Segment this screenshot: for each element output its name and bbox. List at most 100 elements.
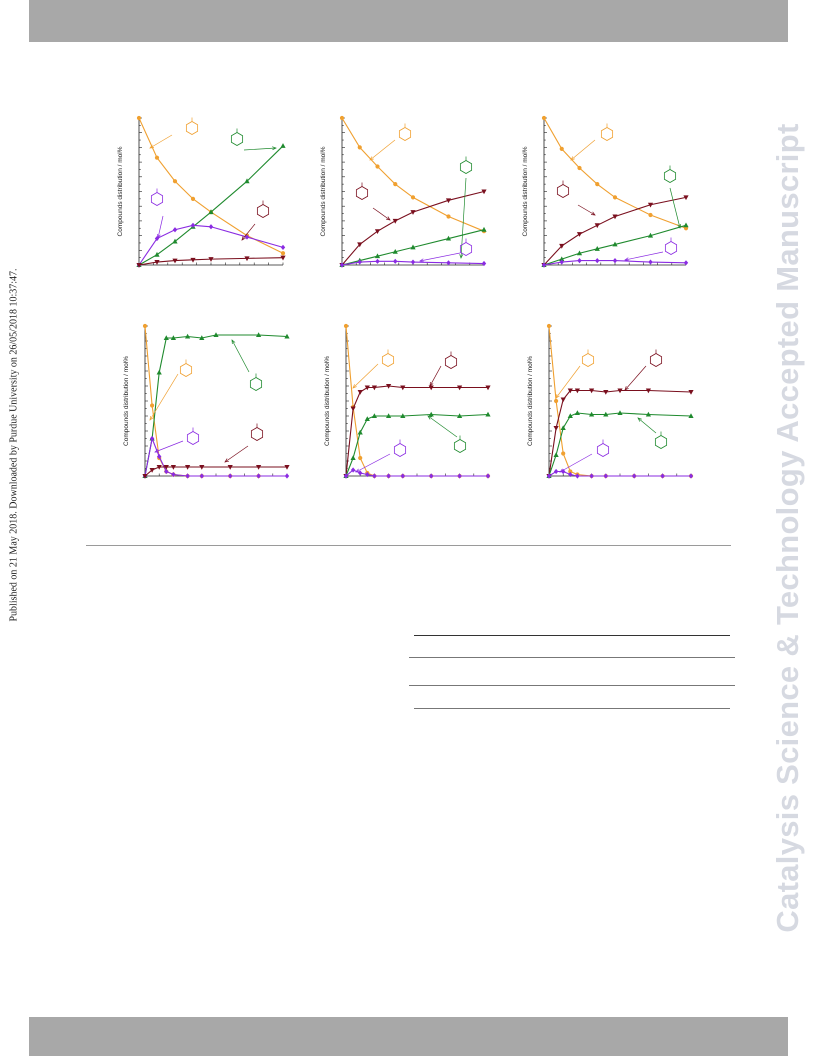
molecule-structure-icon (649, 353, 663, 367)
data-point (357, 145, 362, 150)
leader-arrow (624, 365, 647, 391)
leader-arrow (669, 187, 681, 229)
molecule-structure-icon (459, 160, 473, 174)
data-point (457, 413, 463, 418)
y-axis-label: Compounds distribution / mol% (123, 356, 130, 446)
molecule-structure-icon (596, 443, 610, 457)
data-point (136, 263, 142, 268)
leader-arrow (637, 417, 657, 434)
leader-arrow-head (624, 257, 629, 262)
leader-arrow (157, 215, 164, 239)
data-point (541, 262, 547, 268)
leader-arrow-head (559, 468, 565, 473)
data-point (156, 369, 162, 375)
data-point (617, 410, 623, 415)
data-point (357, 242, 363, 248)
leader-arrow (559, 453, 593, 473)
data-point (172, 238, 178, 244)
data-point (284, 333, 290, 339)
data-point (372, 473, 377, 479)
molecule-structure-icon (581, 353, 595, 367)
data-point (660, 473, 665, 479)
chart-panel-5: Compounds distribution / mol% (324, 323, 491, 479)
data-point (683, 222, 689, 228)
data-point (256, 332, 262, 337)
data-point (428, 411, 434, 417)
leader-arrow-head (272, 146, 277, 151)
data-point (603, 473, 608, 479)
data-point (485, 385, 491, 391)
molecule-structure-icon (256, 204, 270, 218)
data-point (208, 257, 214, 262)
leader-arrow-head (154, 448, 160, 453)
chart-panel-3: Compounds distribution / mol% (522, 115, 689, 268)
data-point (647, 232, 654, 238)
series-line (345, 325, 488, 477)
data-point (244, 234, 250, 240)
data-point (457, 385, 463, 391)
data-point (553, 426, 559, 431)
molecule-structure-icon (185, 121, 199, 135)
data-point (688, 413, 694, 418)
molecule-structure-icon (664, 241, 678, 255)
leader-arrow-head (241, 236, 246, 241)
leader-arrow (570, 139, 596, 161)
data-point (574, 388, 580, 394)
data-point (688, 390, 694, 395)
data-point (190, 196, 196, 201)
data-point (595, 182, 600, 187)
data-point (357, 259, 362, 265)
data-point (445, 198, 452, 204)
data-point (172, 227, 178, 233)
molecule-structure-icon (600, 127, 614, 141)
data-point (392, 248, 398, 254)
series-line (548, 412, 692, 477)
data-point (154, 251, 160, 257)
data-point (594, 246, 600, 251)
data-point (150, 403, 155, 408)
data-point (350, 455, 356, 460)
molecule-structure-icon (398, 127, 412, 141)
chart-panel-2: Compounds distribution / mol% (320, 115, 487, 268)
series-line (138, 117, 284, 254)
data-point (280, 251, 286, 256)
table-rule-top (414, 635, 730, 636)
leader-arrow-head (590, 211, 596, 216)
data-point (567, 388, 573, 394)
data-point (576, 232, 583, 237)
series-line (345, 385, 488, 477)
data-point (149, 468, 155, 473)
data-point (244, 256, 250, 262)
data-point (149, 435, 155, 442)
molecule-structure-icon (250, 427, 264, 441)
data-point (358, 455, 363, 461)
series-line (345, 413, 489, 477)
data-point (575, 473, 580, 479)
data-point (410, 259, 416, 265)
leader-arrow (149, 373, 179, 421)
data-point (371, 413, 377, 418)
data-point (375, 258, 380, 264)
data-point (284, 465, 290, 470)
data-point (185, 465, 191, 470)
data-point (577, 257, 582, 264)
molecule-structure-icon (663, 169, 677, 183)
data-point (157, 453, 162, 460)
data-point (244, 178, 250, 184)
leader-arrow (624, 251, 664, 261)
data-point (364, 385, 370, 391)
leader-arrow-head (419, 258, 424, 263)
leader-arrow-head (149, 144, 155, 149)
data-point (199, 335, 205, 340)
molecule-structure-icon (381, 353, 395, 367)
molecule-structure-icon (179, 363, 193, 377)
y-axis-label: Compounds distribution / mol% (320, 146, 327, 236)
y-axis-label: Compounds distribution / mol% (527, 356, 534, 446)
data-point (612, 214, 618, 220)
molecule-structure-icon (444, 355, 458, 369)
data-point (199, 473, 204, 479)
data-point (560, 397, 566, 403)
data-point (343, 323, 349, 329)
data-point (392, 218, 398, 224)
leader-arrow (352, 363, 379, 389)
